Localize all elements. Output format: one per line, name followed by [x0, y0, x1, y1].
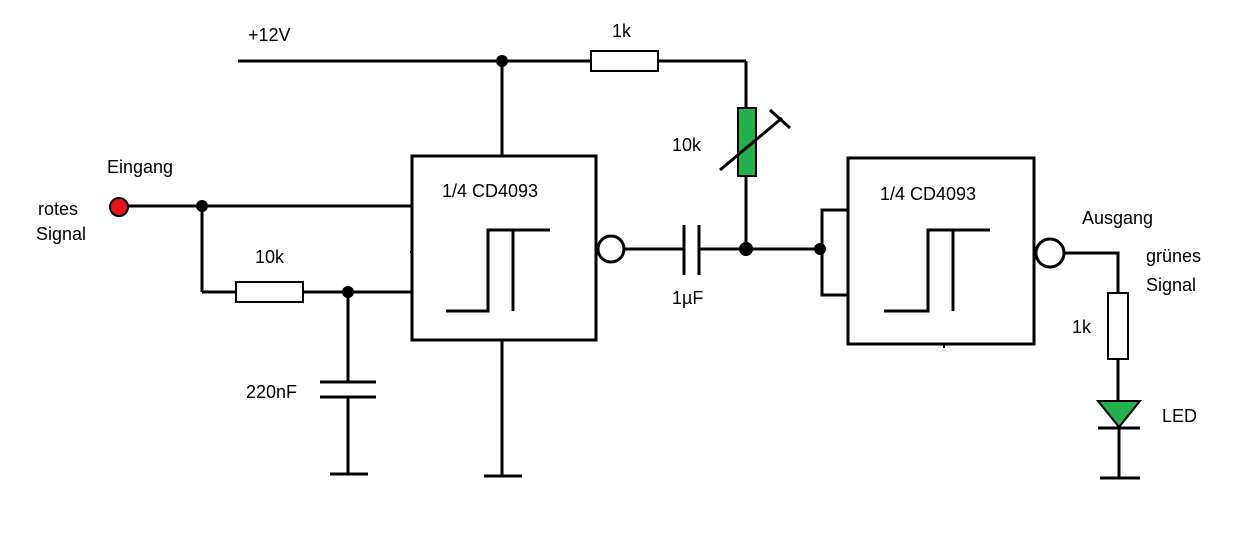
ic2-nand-gate [846, 156, 1036, 346]
supply-rail [238, 55, 748, 156]
led-label: LED [1162, 406, 1197, 426]
ic1-inverter-bubble [596, 234, 626, 264]
ic2-label: 1/4 CD4093 [880, 184, 976, 204]
input-title: Eingang [107, 157, 173, 177]
input-label-line2: Signal [36, 224, 86, 244]
potentiometer-arrow [719, 116, 783, 172]
potentiometer-arrow-tip [768, 108, 792, 130]
junction-dot [739, 242, 753, 256]
output-label-line1: grünes [1146, 246, 1201, 266]
ic2-inverter-bubble [1034, 237, 1066, 269]
resistor-1k-top-label: 1k [612, 21, 632, 41]
ic2-input-bridge [820, 208, 848, 297]
input-label-line1: rotes [38, 199, 78, 219]
capacitor-220nf-label: 220nF [246, 382, 297, 402]
junction-dot [496, 55, 508, 67]
resistor-10k-rc [235, 281, 304, 303]
resistor-1k-led [1107, 292, 1129, 360]
output-wire [1064, 251, 1120, 293]
ic1-label: 1/4 CD4093 [442, 181, 538, 201]
output-label-line2: Signal [1146, 275, 1196, 295]
ic1-schmitt-symbol [446, 228, 550, 313]
led-diode [1095, 400, 1143, 429]
junction-dot [814, 243, 826, 255]
supply-label: +12V [248, 25, 291, 45]
output-title: Ausgang [1082, 208, 1153, 228]
capacitor-1uf-label: 1µF [672, 288, 703, 308]
resistor-10k-rc-label: 10k [255, 247, 285, 267]
potentiometer-label: 10k [672, 135, 702, 155]
resistor-1k-top [590, 50, 659, 72]
input-terminal [109, 197, 129, 217]
ic2-schmitt-symbol [884, 228, 990, 313]
ic1-nand-gate [410, 154, 598, 342]
resistor-1k-led-label: 1k [1072, 317, 1092, 337]
